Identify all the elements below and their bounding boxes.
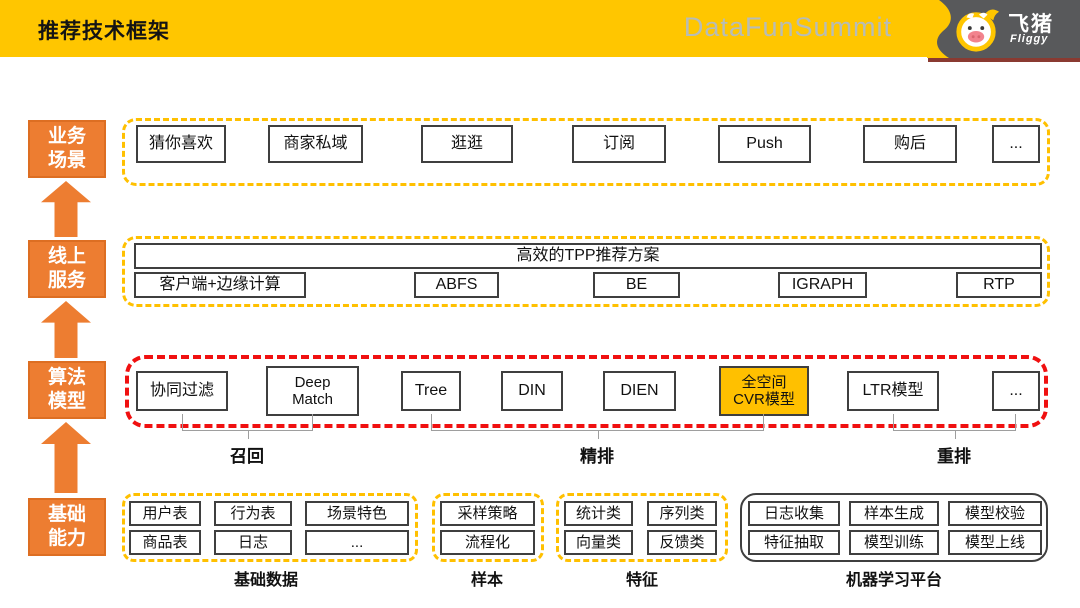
foundation-item-more: ...	[305, 530, 409, 555]
foundation-item: 向量类	[564, 530, 633, 555]
foundation-item: 用户表	[129, 501, 201, 526]
brand-name-en: Fliggy	[1010, 33, 1049, 45]
tpp-banner: 高效的TPP推荐方案	[134, 243, 1042, 269]
page-title: 推荐技术框架	[38, 20, 170, 43]
algo-row-container	[125, 355, 1048, 428]
stage-label-rerank: 重排	[937, 447, 971, 466]
foundation-item: 行为表	[214, 501, 292, 526]
brace-recall	[182, 414, 313, 439]
stage-label-recall: 召回	[230, 447, 264, 466]
foundation-item: 反馈类	[647, 530, 717, 555]
nav-online-service: 线上 服务	[28, 240, 106, 298]
algo-item: LTR模型	[847, 371, 939, 411]
foundation-item: 统计类	[564, 501, 633, 526]
stage-label-rank: 精排	[580, 447, 614, 466]
brace-rerank	[893, 414, 1016, 439]
foundation-item: 商品表	[129, 530, 201, 555]
group-label-sample: 样本	[470, 572, 504, 589]
foundation-item: 日志收集	[748, 501, 840, 526]
online-item: 客户端+边缘计算	[134, 272, 306, 298]
algo-item: DIN	[501, 371, 563, 411]
header-bar: 推荐技术框架 DataFunSummit	[0, 0, 1080, 57]
nav-algo-model: 算法 模型	[28, 361, 106, 419]
online-row-container	[122, 236, 1050, 307]
algo-item: DIEN	[603, 371, 676, 411]
foundation-item: 采样策略	[440, 501, 535, 526]
group-label-ml-platform: 机器学习平台	[845, 572, 943, 589]
business-item: 购后	[863, 125, 957, 163]
online-item: ABFS	[414, 272, 499, 298]
foundation-item: 模型上线	[948, 530, 1042, 555]
foundation-item: 特征抽取	[748, 530, 840, 555]
online-item: RTP	[956, 272, 1042, 298]
up-arrow-icon	[41, 301, 91, 358]
foundation-item: 序列类	[647, 501, 717, 526]
business-item: 商家私域	[268, 125, 363, 163]
group-label-base-data: 基础数据	[233, 572, 299, 589]
business-item: 订阅	[572, 125, 666, 163]
foundation-item: 场景特色	[305, 501, 409, 526]
foundation-item: 日志	[214, 530, 292, 555]
ml-platform-container	[740, 493, 1048, 562]
business-item: Push	[718, 125, 811, 163]
group-label-feature: 特征	[625, 572, 659, 589]
nav-foundation: 基础 能力	[28, 498, 106, 556]
foundation-item: 模型校验	[948, 501, 1042, 526]
nav-business-scene: 业务 场景	[28, 120, 106, 178]
business-item-more: ...	[992, 125, 1040, 163]
business-item: 猜你喜欢	[136, 125, 226, 163]
business-row-container	[122, 118, 1050, 186]
cvr-highlight-box: 全空间 CVR模型	[719, 366, 809, 416]
foundation-item: 样本生成	[849, 501, 939, 526]
up-arrow-icon	[41, 422, 91, 493]
business-item: 逛逛	[421, 125, 513, 163]
algo-item-more: ...	[992, 371, 1040, 411]
datafunsummit-wordmark: DataFunSummit	[683, 12, 892, 42]
algo-item: Deep Match	[266, 366, 359, 416]
brace-rank	[431, 414, 764, 439]
online-item: IGRAPH	[778, 272, 867, 298]
wave-divider	[927, 0, 951, 58]
up-arrow-icon	[41, 181, 91, 237]
brand-name-cn: 飞猪	[1008, 13, 1054, 36]
algo-item: 协同过滤	[136, 371, 228, 411]
fliggy-pig-logo-icon	[956, 9, 1000, 52]
foundation-item: 模型训练	[849, 530, 939, 555]
feature-container	[556, 493, 728, 562]
base-data-container	[122, 493, 418, 562]
brand-panel: 飞猪 Fliggy	[927, 0, 1080, 62]
sample-container	[432, 493, 544, 562]
online-item: BE	[593, 272, 680, 298]
algo-item: Tree	[401, 371, 461, 411]
foundation-item: 流程化	[440, 530, 535, 555]
